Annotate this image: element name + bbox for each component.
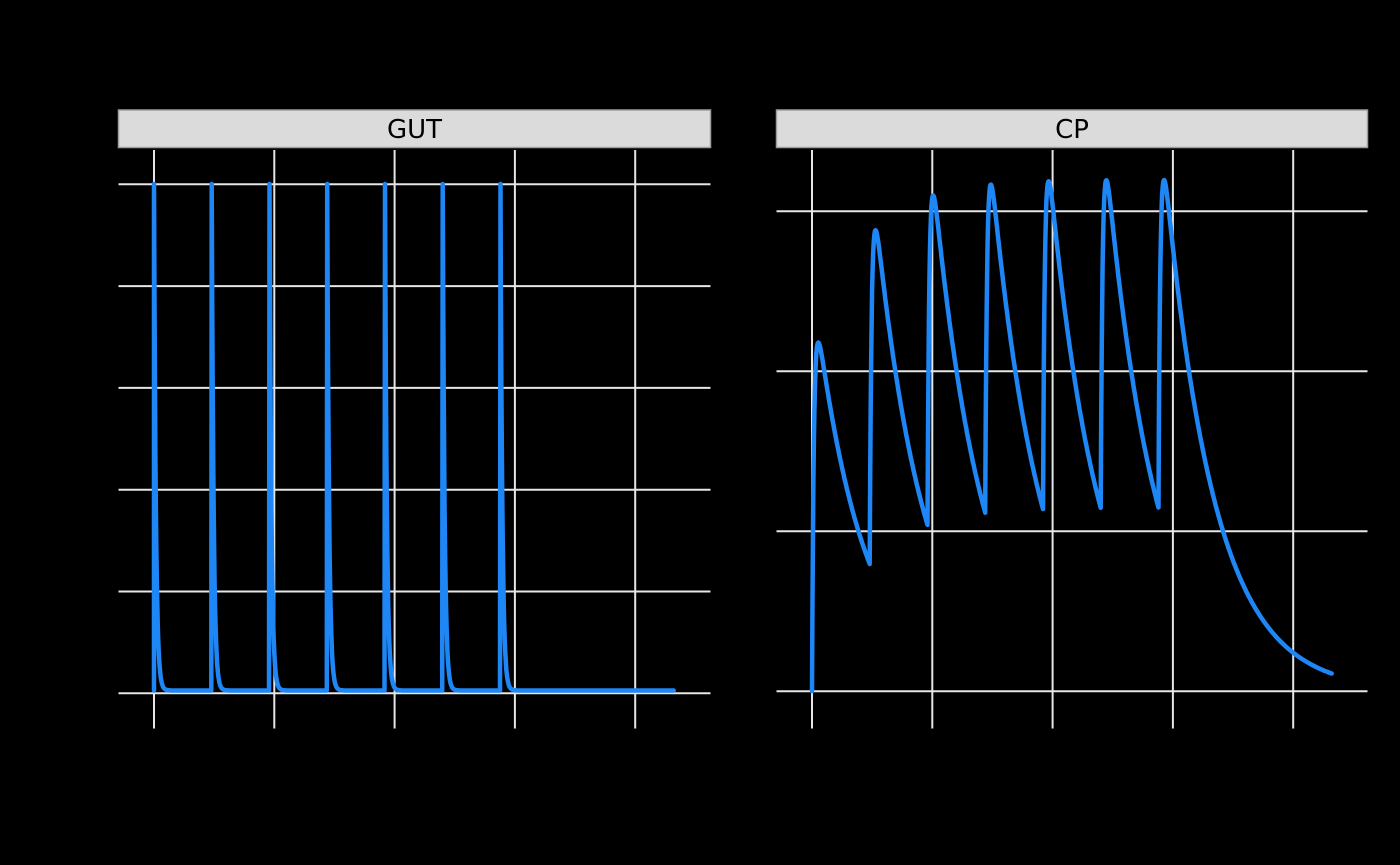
facet-strip-gut: [117, 109, 712, 149]
facet-panel-gut: GUT: [117, 109, 712, 729]
facet-strip-label-cp: CP: [1055, 115, 1089, 145]
series-line-plasma_concentration: [809, 177, 1334, 694]
series-line-gut_depot_amount: [151, 181, 676, 693]
facet-panel-cp: CP: [775, 109, 1369, 729]
facet-strip-cp: [775, 109, 1369, 149]
facet-strip-label-gut: GUT: [387, 115, 442, 145]
